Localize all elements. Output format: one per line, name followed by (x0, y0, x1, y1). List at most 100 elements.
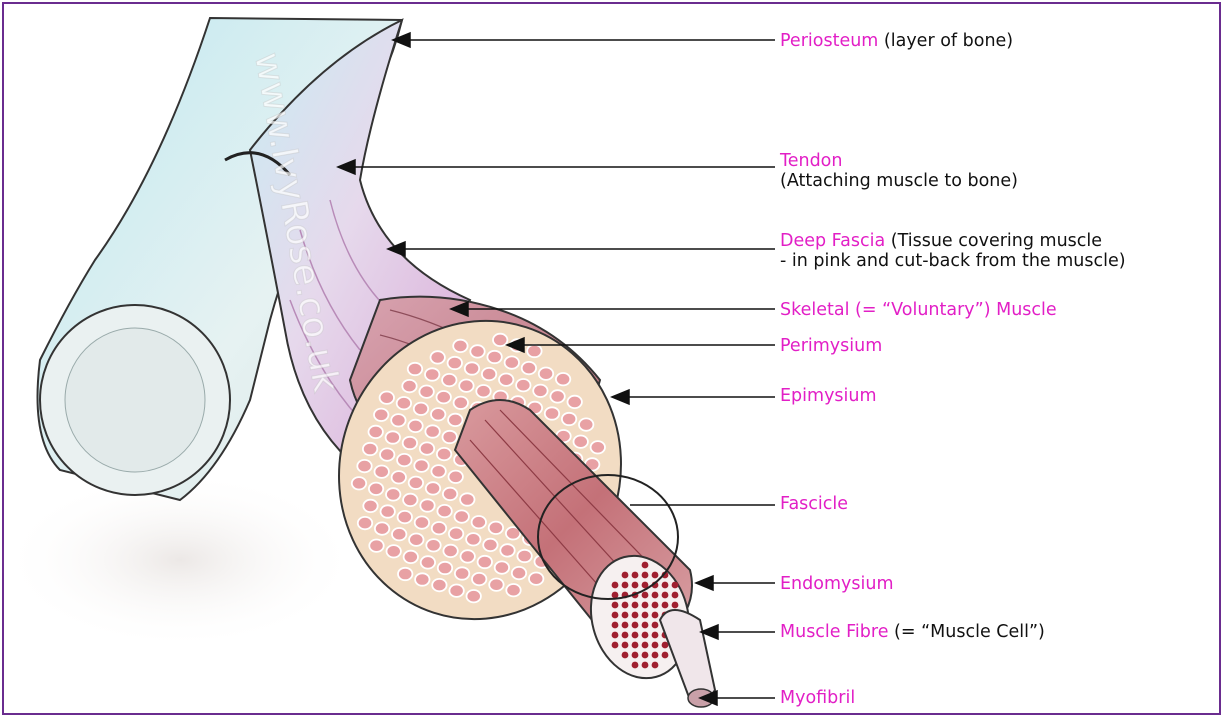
fibre-cell (512, 567, 526, 579)
label-fascicle: Fascicle (780, 494, 848, 514)
myofibril-dot (652, 662, 659, 669)
fibre-cell (369, 483, 383, 495)
myofibril-dot (652, 592, 659, 599)
fibre-cell (421, 556, 435, 568)
fibre-cell (448, 414, 462, 426)
fibre-cell (461, 550, 475, 562)
fibre-cell (374, 409, 388, 421)
fibre-cell (476, 385, 490, 397)
fibre-cell (493, 334, 507, 346)
fibre-cell (357, 460, 371, 472)
fibre-cell (431, 408, 445, 420)
fibre-cell (381, 505, 395, 517)
fibre-cell (358, 517, 372, 529)
fibre-cell (539, 368, 553, 380)
myofibril-dot (652, 652, 659, 659)
fibre-cell (455, 567, 469, 579)
fibre-cell (426, 539, 440, 551)
myofibril-dot (632, 572, 639, 579)
fibre-cell (500, 544, 514, 556)
term-tendon: Tendon (780, 151, 842, 171)
fibre-cell (375, 466, 389, 478)
fibre-cell (562, 413, 576, 425)
myofibril-dot (632, 622, 639, 629)
fibre-cell (449, 471, 463, 483)
myofibril-dot (622, 622, 629, 629)
label-perimysium: Perimysium (780, 336, 882, 356)
myofibril-dot (652, 602, 659, 609)
fibre-cell (489, 579, 503, 591)
fibre-cell (472, 516, 486, 528)
fibre-cell (506, 584, 520, 596)
myofibril-dot (622, 642, 629, 649)
myofibril-dot (612, 622, 619, 629)
fibre-cell (556, 373, 570, 385)
myofibril-dot (662, 652, 669, 659)
fibre-cell (425, 368, 439, 380)
myofibril-dot (612, 602, 619, 609)
fibre-cell (380, 448, 394, 460)
fibre-cell (443, 545, 457, 557)
fibre-cell (408, 363, 422, 375)
fibre-cell (516, 379, 530, 391)
fibre-cell (420, 442, 434, 454)
fibre-cell (369, 426, 383, 438)
fibre-cell (426, 482, 440, 494)
myofibril-dot (632, 662, 639, 669)
myofibril-dot (672, 602, 679, 609)
myofibril-dot (652, 632, 659, 639)
fibre-cell (437, 448, 451, 460)
myofibril-dot (622, 582, 629, 589)
fibre-cell (465, 362, 479, 374)
fibre-cell (363, 443, 377, 455)
fibre-cell (448, 357, 462, 369)
fibre-cell (550, 390, 564, 402)
fibre-cell (432, 522, 446, 534)
fibre-cell (478, 556, 492, 568)
myofibril-dot (652, 572, 659, 579)
fibre-cell (459, 380, 473, 392)
myofibril-dot (642, 652, 649, 659)
desc-periosteum: (layer of bone) (878, 31, 1013, 51)
fibre-cell (545, 407, 559, 419)
myofibril-dot (642, 662, 649, 669)
myofibril-dot (652, 612, 659, 619)
fibre-cell (579, 418, 593, 430)
fibre-cell (398, 511, 412, 523)
fibre-cell (409, 477, 423, 489)
fibre-cell (499, 374, 513, 386)
label-muscle-fibre: Muscle Fibre (= “Muscle Cell”) (780, 622, 1045, 642)
fibre-cell (495, 561, 509, 573)
term-epimysium: Epimysium (780, 386, 877, 406)
fibre-cell (460, 493, 474, 505)
myofibril-dot (622, 632, 629, 639)
fibre-cell (403, 494, 417, 506)
fibre-cell (449, 585, 463, 597)
myofibril-dot (612, 642, 619, 649)
fibre-cell (375, 522, 389, 534)
myofibril-dot (642, 612, 649, 619)
myofibril-dot (622, 602, 629, 609)
myofibril-dot (612, 592, 619, 599)
fibre-cell (415, 573, 429, 585)
fibre-cell (387, 545, 401, 557)
desc-deep-fascia: (Tissue covering muscle (885, 231, 1102, 251)
fibre-cell (449, 528, 463, 540)
myofibril-dot (662, 582, 669, 589)
fibre-cell (483, 539, 497, 551)
fibre-cell (517, 550, 531, 562)
myofibril-dot (612, 582, 619, 589)
myofibril-dot (622, 572, 629, 579)
label-deep-fascia: Deep Fascia (Tissue covering muscle - in… (780, 231, 1126, 271)
fibre-cell (402, 380, 416, 392)
fibre-cell (529, 573, 543, 585)
fibre-cell (442, 374, 456, 386)
myofibril-dot (632, 632, 639, 639)
myofibril-dot (642, 572, 649, 579)
fibre-cell (489, 522, 503, 534)
myofibril-dot (632, 582, 639, 589)
myofibril-dot (662, 602, 669, 609)
fibre-cell (391, 414, 405, 426)
myofibril-dot (652, 622, 659, 629)
